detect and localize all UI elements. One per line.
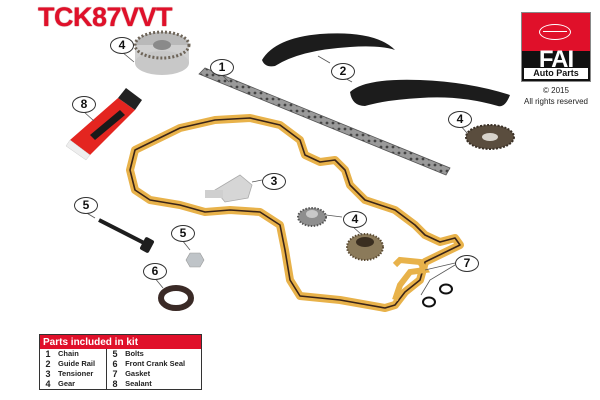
o-rings-image <box>422 283 453 308</box>
part-name: Front Crank Seal <box>125 359 186 368</box>
part-number: 3 <box>45 369 51 379</box>
callout-4-crank-gears: 4 <box>343 211 367 228</box>
part-number: 5 <box>112 349 118 359</box>
tensioner-image <box>205 174 253 203</box>
fai-logo: FAI Auto Parts <box>521 12 591 82</box>
part-name: Gasket <box>125 369 151 378</box>
kit-code-title: TCK87VVT <box>38 2 173 32</box>
part-number: 7 <box>112 369 118 379</box>
globe-icon <box>539 24 571 40</box>
crank-seal-image <box>158 285 194 311</box>
table-row: 3 Tensioner 7 Gasket <box>40 369 202 379</box>
table-title: Parts included in kit <box>39 334 202 349</box>
callout-5-long-bolt: 5 <box>74 197 98 214</box>
callout-7-gasket: 7 <box>455 255 479 272</box>
parts-included-table: Parts included in kit 1 Chain 5 Bolts 2 … <box>39 334 202 390</box>
callout-5-short-bolt: 5 <box>171 225 195 242</box>
part-name: Bolts <box>125 349 144 358</box>
part-name: Gear <box>56 379 108 390</box>
part-name: Guide Rail <box>56 359 108 369</box>
timing-chain-image <box>198 67 451 176</box>
callout-2-guide-rail: 2 <box>331 63 355 80</box>
sealant-tube-image <box>65 88 142 161</box>
callout-6-crank-seal: 6 <box>143 263 167 280</box>
callout-1-chain: 1 <box>210 59 234 76</box>
part-number: 8 <box>112 379 118 389</box>
table-row: 2 Guide Rail 6 Front Crank Seal <box>40 359 202 369</box>
part-number: 6 <box>112 359 118 369</box>
table-row: 1 Chain 5 Bolts <box>40 349 202 359</box>
part-number: 2 <box>45 359 51 369</box>
short-bolt-image <box>185 252 205 268</box>
callout-8-sealant: 8 <box>72 96 96 113</box>
table-header-row: Parts included in kit <box>39 334 202 349</box>
part-number: 4 <box>45 379 51 389</box>
table-row: 4 Gear 8 Sealant <box>40 379 202 390</box>
cam-gear-image <box>133 30 191 75</box>
long-bolt-image <box>98 218 154 253</box>
logo-subtext: Auto Parts <box>524 68 588 79</box>
part-number: 1 <box>45 349 51 359</box>
part-name: Sealant <box>125 379 152 388</box>
part-name: Chain <box>56 349 108 359</box>
guide-rail-image <box>262 33 510 107</box>
callout-4-cam-gear: 4 <box>110 37 134 54</box>
sprocket-image <box>465 124 515 150</box>
part-name: Tensioner <box>56 369 108 379</box>
logo-brand-text: FAI <box>538 46 574 73</box>
gasket-image <box>126 114 464 312</box>
callout-3-tensioner: 3 <box>262 173 286 190</box>
copyright-year: © 2015 <box>543 86 569 95</box>
copyright-notice: © 2015 All rights reserved <box>514 85 598 107</box>
rights-text: All rights reserved <box>523 97 589 106</box>
callout-4-sprocket: 4 <box>448 111 472 128</box>
crank-gear-image <box>297 207 384 261</box>
